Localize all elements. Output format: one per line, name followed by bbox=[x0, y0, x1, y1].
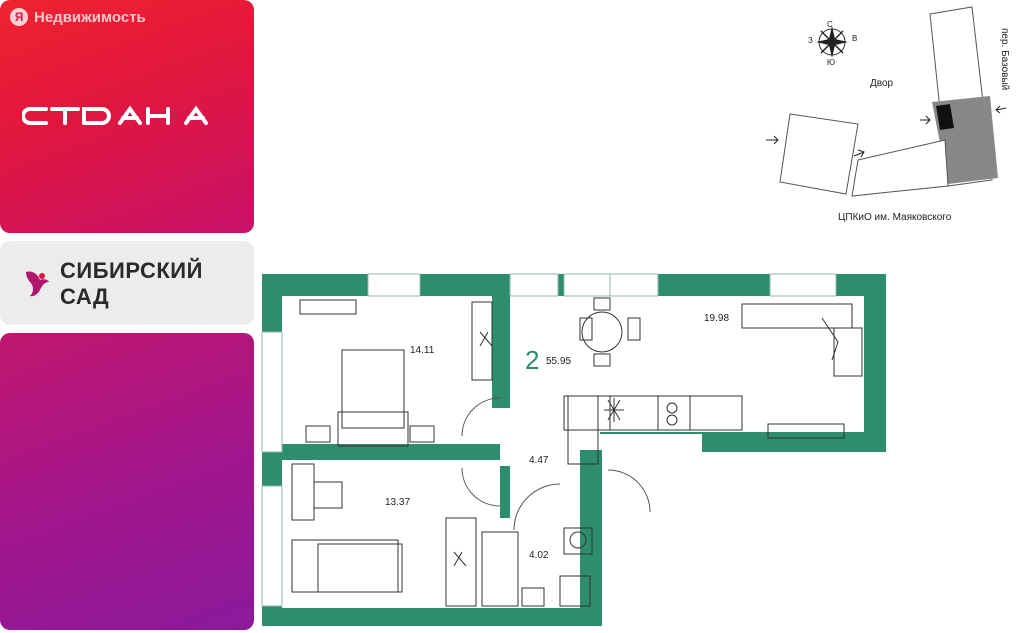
compass-west-label: З bbox=[808, 36, 813, 45]
bird-logo-icon bbox=[26, 271, 49, 297]
rooms-count: 2 bbox=[525, 345, 540, 375]
bathroom-area-label: 4.02 bbox=[529, 550, 549, 561]
bedroom-area-label: 14.11 bbox=[410, 345, 435, 356]
compass-north-label: С bbox=[827, 20, 833, 29]
project-name-line2: САД bbox=[60, 284, 110, 309]
site-plan bbox=[766, 6, 1007, 197]
watermark-label: Недвижимость bbox=[34, 8, 146, 26]
second-room-area-label: 13.37 bbox=[385, 497, 411, 508]
promo-card bbox=[0, 333, 254, 630]
yard-label: Двор bbox=[870, 78, 894, 89]
watermark: Я Недвижимость bbox=[10, 8, 146, 26]
hall-area-label: 4.47 bbox=[529, 455, 549, 466]
compass-icon bbox=[816, 26, 848, 58]
street-label: пер. Базовый bbox=[999, 28, 1010, 91]
park-label: ЦПКиО им. Маяковского bbox=[838, 212, 952, 223]
compass-east-label: В bbox=[852, 34, 858, 43]
total-area-label: 55.95 bbox=[546, 356, 572, 367]
brand-logo bbox=[22, 106, 208, 125]
project-name: СИБИРСКИЙ САД bbox=[60, 258, 203, 310]
compass-south-label: Ю bbox=[827, 58, 836, 67]
yandex-logo-icon: Я bbox=[10, 8, 28, 26]
brand-card: Я Недвижимость bbox=[0, 0, 254, 233]
project-name-line1: СИБИРСКИЙ bbox=[60, 258, 203, 283]
floor-plan bbox=[261, 273, 886, 626]
living-kitchen-area-label: 19.98 bbox=[704, 313, 730, 324]
